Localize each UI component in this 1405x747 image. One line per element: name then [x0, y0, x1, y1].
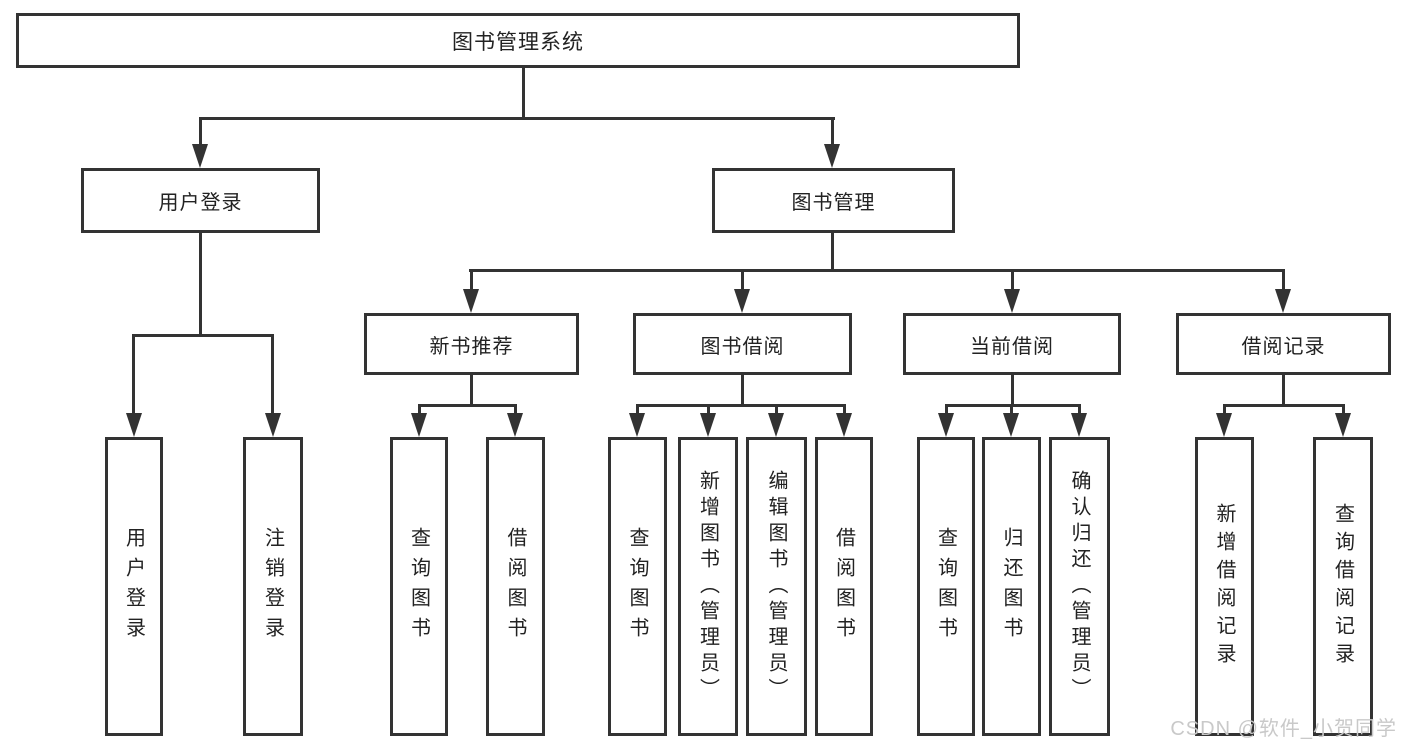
connector-line: [470, 375, 473, 407]
connector-line: [1010, 404, 1013, 418]
arrowhead-down-icon: [1335, 413, 1351, 437]
arrowhead-down-icon: [411, 413, 427, 437]
connector-line: [741, 375, 744, 407]
arrowhead-down-icon: [836, 413, 852, 437]
leaf-newbooks-borrow: 借阅图书: [486, 437, 545, 736]
connector-line: [741, 269, 744, 293]
connector-line: [199, 233, 202, 337]
arrowhead-down-icon: [126, 413, 142, 437]
connector-line: [636, 404, 639, 418]
leaf-newbooks-query: 查询图书: [390, 437, 448, 736]
connector-line: [1282, 375, 1285, 407]
arrowhead-down-icon: [463, 289, 479, 313]
connector-line: [469, 269, 1285, 272]
connector-line: [1078, 404, 1081, 418]
node-current-borrow: 当前借阅: [903, 313, 1121, 375]
leaf-borrow-add-admin: 新增图书（管理员）: [678, 437, 738, 736]
connector-line: [418, 404, 421, 418]
arrowhead-down-icon: [265, 413, 281, 437]
arrowhead-down-icon: [629, 413, 645, 437]
arrowhead-down-icon: [734, 289, 750, 313]
connector-line: [775, 404, 778, 418]
connector-line: [199, 117, 202, 147]
connector-line: [132, 334, 135, 416]
connector-line: [1223, 404, 1344, 407]
connector-line: [132, 334, 274, 337]
leaf-current-query: 查询图书: [917, 437, 975, 736]
connector-line: [1011, 269, 1014, 293]
arrowhead-down-icon: [1071, 413, 1087, 437]
connector-line: [418, 404, 517, 407]
connector-line: [1223, 404, 1226, 418]
node-new-books: 新书推荐: [364, 313, 579, 375]
leaf-borrow-book: 借阅图书: [815, 437, 873, 736]
arrowhead-down-icon: [824, 144, 840, 168]
leaf-current-confirm-admin: 确认归还（管理员）: [1049, 437, 1110, 736]
arrowhead-down-icon: [700, 413, 716, 437]
connector-line: [843, 404, 846, 418]
connector-line: [707, 404, 710, 418]
arrowhead-down-icon: [507, 413, 523, 437]
node-root: 图书管理系统: [16, 13, 1020, 68]
node-book-mgmt: 图书管理: [712, 168, 955, 233]
arrowhead-down-icon: [768, 413, 784, 437]
connector-line: [831, 117, 834, 147]
leaf-records-add: 新增借阅记录: [1195, 437, 1254, 736]
arrowhead-down-icon: [192, 144, 208, 168]
arrowhead-down-icon: [1003, 413, 1019, 437]
node-book-borrow: 图书借阅: [633, 313, 852, 375]
node-user-login: 用户登录: [81, 168, 320, 233]
leaf-records-query: 查询借阅记录: [1313, 437, 1373, 736]
connector-line: [1342, 404, 1345, 418]
leaf-user-login: 用户登录: [105, 437, 163, 736]
connector-line: [199, 117, 835, 120]
connector-line: [514, 404, 517, 418]
leaf-borrow-query: 查询图书: [608, 437, 667, 736]
connector-line: [271, 334, 274, 416]
arrowhead-down-icon: [1275, 289, 1291, 313]
arrowhead-down-icon: [1216, 413, 1232, 437]
leaf-logout: 注销登录: [243, 437, 303, 736]
connector-line: [636, 404, 845, 407]
connector-line: [1011, 375, 1014, 407]
connector-line: [470, 269, 473, 293]
csdn-watermark: CSDN @软件_小贺同学: [1170, 718, 1397, 740]
arrowhead-down-icon: [938, 413, 954, 437]
connector-line: [945, 404, 948, 418]
arrowhead-down-icon: [1004, 289, 1020, 313]
connector-line: [831, 233, 834, 272]
node-borrow-records: 借阅记录: [1176, 313, 1391, 375]
leaf-current-return: 归还图书: [982, 437, 1041, 736]
connector-line: [1282, 269, 1285, 293]
connector-line: [522, 66, 525, 119]
leaf-borrow-edit-admin: 编辑图书（管理员）: [746, 437, 807, 736]
